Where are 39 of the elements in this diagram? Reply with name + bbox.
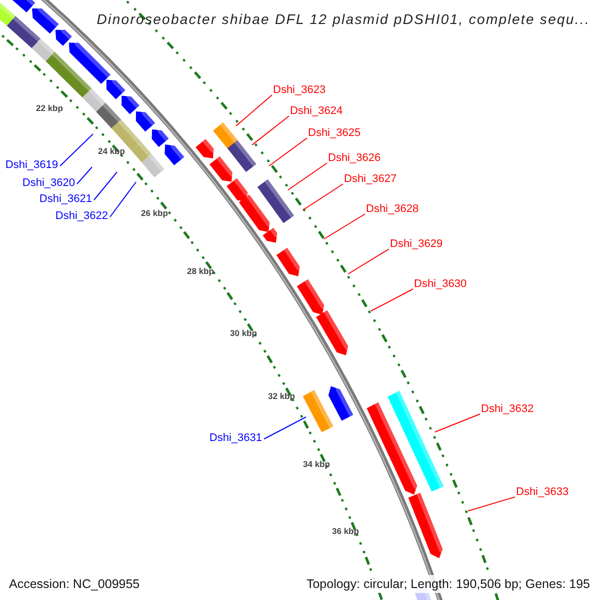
tick-label: 32 kbp — [268, 391, 295, 401]
tick-label: 30 kbp — [230, 328, 257, 338]
gene-label: Dshi_3619 — [5, 159, 58, 172]
tick-label: 24 kbp — [98, 146, 125, 156]
gene-label: Dshi_3626 — [328, 152, 381, 165]
tick-label: 22 kbp — [36, 103, 63, 113]
gene-label: Dshi_3624 — [290, 105, 343, 118]
tick-label: 26 kbp — [141, 208, 168, 218]
map-title: Dinoroseobacter shibae DFL 12 plasmid pDSHI01, complete sequ... — [96, 11, 590, 27]
gene-label: Dshi_3632 — [481, 403, 534, 416]
tick-label: 36 kbp — [332, 526, 359, 536]
gene-label: Dshi_3625 — [308, 127, 361, 140]
tick-label: 28 kbp — [187, 266, 214, 276]
leader-line — [94, 172, 118, 200]
gene-label: Dshi_3621 — [39, 193, 92, 206]
tick-label: 34 kbp — [303, 459, 330, 469]
gene-label: Dshi_3620 — [22, 177, 75, 190]
leader-line — [468, 496, 516, 512]
leader-line — [60, 134, 94, 166]
gene-label: Dshi_3622 — [55, 210, 108, 223]
leader-line — [268, 138, 308, 166]
leader-line — [236, 94, 272, 126]
leader-line — [324, 214, 366, 240]
leader-line — [288, 162, 328, 190]
leader-line — [348, 248, 390, 274]
gene-label: Dshi_3628 — [366, 203, 419, 216]
gene-label: Dshi_3631 — [209, 432, 262, 445]
gene-label: Dshi_3623 — [273, 84, 326, 97]
leader-line — [434, 414, 480, 432]
leader-line — [110, 182, 136, 218]
gene-label: Dshi_3629 — [390, 238, 443, 251]
leader-line — [370, 288, 414, 312]
leader-line — [252, 116, 290, 146]
leader-line — [302, 184, 344, 210]
gene-label: Dshi_3627 — [344, 173, 397, 186]
gene-label: Dshi_3630 — [414, 278, 467, 291]
gene-label: Dshi_3633 — [516, 486, 569, 499]
leader-line — [76, 166, 92, 184]
leader-line — [264, 416, 306, 440]
